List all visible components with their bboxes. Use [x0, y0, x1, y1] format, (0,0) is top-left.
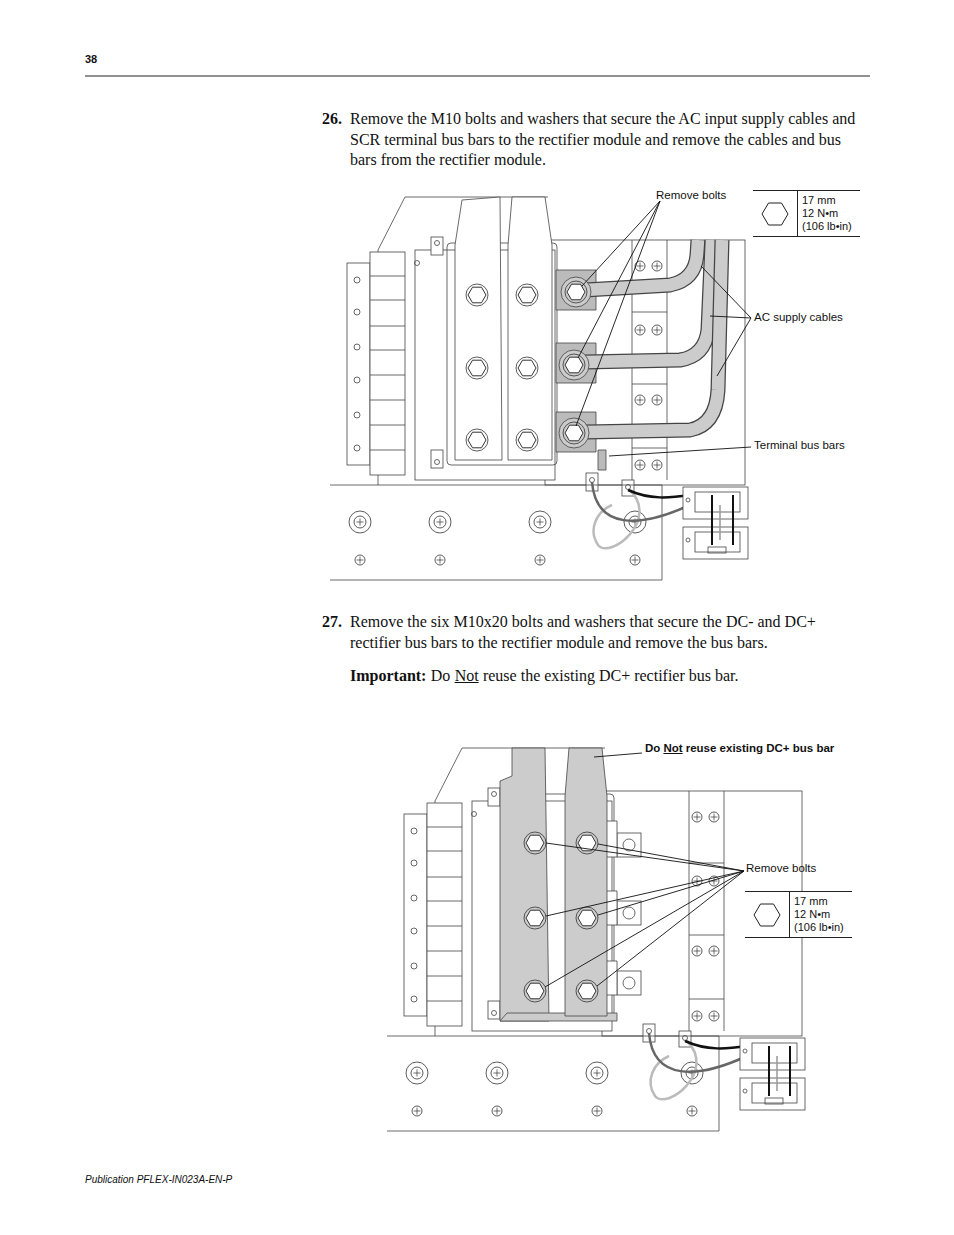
warning-label: DoNot reuse existing DC+ bus bar — [645, 741, 834, 755]
torque-spec-box: 17 mm12 N•m(106 lb•in) — [745, 891, 852, 938]
note-text: Important: — [350, 667, 426, 684]
warning-label: reuse existing DC+ bus bar — [686, 742, 835, 754]
hex-socket-symbol — [760, 200, 790, 228]
note-text: Important: DoNotreuse the existing DC+ re… — [350, 666, 739, 687]
callout-label: Terminal bus bars — [754, 438, 845, 452]
torque-value: (106 lb•in) — [794, 921, 844, 934]
callout-label: AC supply cables — [754, 310, 843, 324]
page-number: 38 — [85, 53, 97, 65]
torque-value: 12 N•m — [802, 207, 852, 220]
torque-value: 17 mm — [802, 194, 852, 207]
torque-value: 12 N•m — [794, 908, 844, 921]
note-text: Do — [431, 667, 451, 684]
step-text: Remove the M10 bolts and washers that se… — [350, 109, 868, 171]
spec-text-cell: 17 mm12 N•m(106 lb•in) — [797, 191, 856, 236]
torque-value: 17 mm — [794, 895, 844, 908]
hex-icon-cell — [745, 892, 789, 937]
warning-label: Do — [645, 742, 660, 754]
torque-value: (106 lb•in) — [802, 220, 852, 233]
callout-label: Remove bolts — [746, 861, 816, 875]
note-text: Not — [455, 667, 479, 684]
torque-spec-box: 17 mm12 N•m(106 lb•in) — [753, 190, 860, 237]
warning-label: Not — [663, 742, 682, 754]
step-text: Remove the six M10x20 bolts and washers … — [350, 612, 868, 653]
callout-label: Remove bolts — [656, 188, 726, 202]
hex-icon-cell — [753, 191, 797, 236]
publication-footer: Publication PFLEX-IN023A-EN-P — [85, 1174, 232, 1185]
step-number: 26. — [322, 109, 342, 130]
step-number: 27. — [322, 612, 342, 633]
hex-socket-symbol — [752, 901, 782, 929]
spec-text-cell: 17 mm12 N•m(106 lb•in) — [789, 892, 848, 937]
note-text: reuse the existing DC+ rectifier bus bar… — [483, 667, 739, 684]
